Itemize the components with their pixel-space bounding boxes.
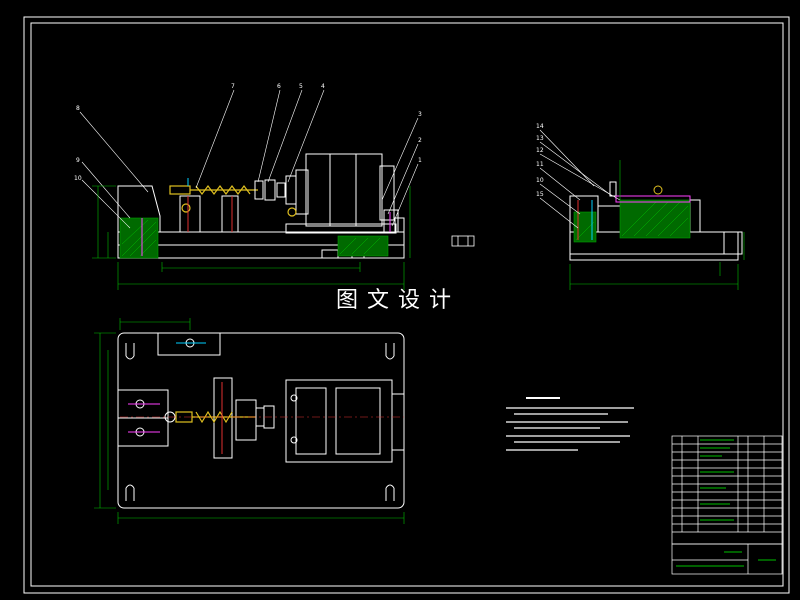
technical-notes: [506, 397, 634, 451]
side-balloon-11: 11: [536, 161, 544, 168]
front-balloon-10: 10: [74, 175, 82, 182]
side-balloon-14: 14: [536, 123, 544, 130]
side-balloon-15: 15: [536, 191, 544, 198]
side-view: 14 13 12 11 10 15: [536, 123, 745, 290]
front-balloon-7: 7: [231, 83, 235, 90]
watermark-text: 图文设计: [336, 288, 461, 313]
detail-part: [451, 235, 475, 247]
front-view: 7 6 5 4 3 2 1 8 9 10: [74, 83, 422, 290]
front-balloon-6: 6: [277, 83, 281, 90]
front-balloon-4: 4: [321, 83, 325, 90]
side-balloon-12: 12: [536, 147, 544, 154]
front-balloon-2: 2: [418, 137, 422, 144]
title-block-text-marks: [676, 439, 776, 567]
title-block: [671, 435, 783, 575]
front-balloon-1: 1: [418, 157, 422, 164]
drawing-frame: [23, 16, 790, 594]
top-view: [94, 318, 405, 524]
front-balloon-8: 8: [76, 105, 80, 112]
front-balloon-9: 9: [76, 157, 80, 164]
side-balloon-10: 10: [536, 177, 544, 184]
front-balloon-5: 5: [299, 83, 303, 90]
front-balloon-3: 3: [418, 111, 422, 118]
side-balloon-13: 13: [536, 135, 544, 142]
